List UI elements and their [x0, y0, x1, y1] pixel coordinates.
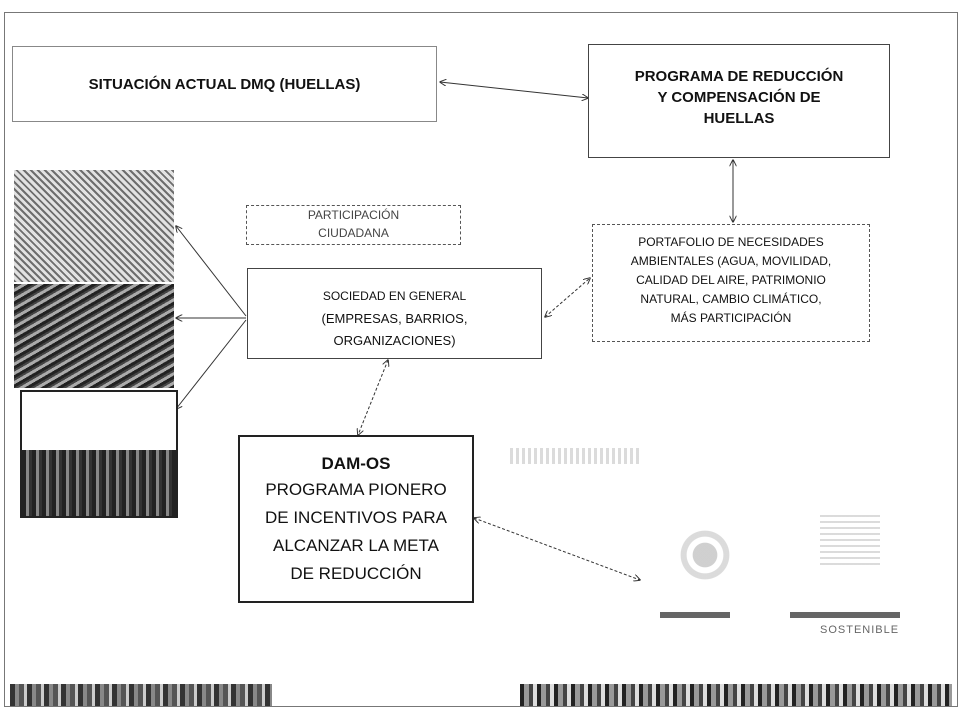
bottom-strip-right	[520, 684, 952, 706]
programa-box: PROGRAMA DE REDUCCIÓN Y COMPENSACIÓN DE …	[588, 44, 890, 158]
situacion-label: SITUACIÓN ACTUAL DMQ (HUELLAS)	[88, 76, 361, 93]
damos-line-3: ALCANZAR LA META	[273, 536, 439, 555]
photo-crowd	[14, 284, 174, 388]
portafolio-line-1: PORTAFOLIO DE NECESIDADES	[638, 235, 824, 249]
portafolio-line-5: MÁS PARTICIPACIÓN	[670, 311, 792, 325]
logo-bar-left	[660, 612, 730, 618]
damos-line-1: PROGRAMA PIONERO	[265, 480, 447, 499]
logo-caption-sostenible: SOSTENIBLE	[820, 624, 900, 636]
damos-line-2: DE INCENTIVOS PARA	[265, 508, 447, 527]
photo-nature	[14, 170, 174, 282]
situacion-box: SITUACIÓN ACTUAL DMQ (HUELLAS)	[12, 46, 437, 122]
damos-box: DAM-OS PROGRAMA PIONERO DE INCENTIVOS PA…	[238, 435, 474, 603]
portafolio-line-4: NATURAL, CAMBIO CLIMÁTICO,	[640, 292, 822, 306]
arrow-sociedad-photo1	[176, 226, 247, 317]
bottom-strip-left	[10, 684, 272, 706]
programa-line-1: PROGRAMA DE REDUCCIÓN	[634, 68, 844, 85]
sociedad-box: SOCIEDAD EN GENERAL (EMPRESAS, BARRIOS, …	[247, 268, 542, 359]
photo-building	[20, 390, 178, 518]
photo-building-lower	[22, 450, 176, 516]
participacion-box: PARTICIPACIÓN CIUDADANA	[246, 205, 461, 245]
sociedad-line-1: SOCIEDAD EN GENERAL	[322, 289, 467, 303]
arrow-damos-logos	[474, 518, 640, 580]
programa-line-2: Y COMPENSACIÓN DE	[657, 89, 821, 106]
sociedad-line-2: (EMPRESAS, BARRIOS,	[321, 311, 468, 326]
arrow-sociedad-photo3	[176, 319, 247, 409]
damos-line-4: DE REDUCCIÓN	[290, 564, 422, 583]
programa-line-3: HUELLAS	[703, 110, 775, 127]
logo-mark-right	[820, 515, 880, 565]
portafolio-line-2: AMBIENTALES (AGUA, MOVILIDAD,	[630, 254, 832, 268]
sociedad-line-3: ORGANIZACIONES)	[333, 333, 456, 348]
participacion-line-1: PARTICIPACIÓN	[307, 208, 400, 222]
participacion-line-2: CIUDADANA	[318, 226, 389, 240]
logo-faded-top	[510, 448, 640, 464]
portafolio-box: PORTAFOLIO DE NECESIDADES AMBIENTALES (A…	[592, 224, 870, 342]
arrow-sociedad-portafolio	[545, 278, 590, 317]
arrow-sociedad-damos	[358, 360, 388, 435]
portafolio-line-3: CALIDAD DEL AIRE, PATRIMONIO	[636, 273, 826, 287]
damos-title: DAM-OS	[321, 454, 391, 473]
logo-bar-right	[790, 612, 900, 618]
logo-mark-left	[660, 515, 750, 595]
arrow-situacion-programa	[440, 82, 588, 98]
